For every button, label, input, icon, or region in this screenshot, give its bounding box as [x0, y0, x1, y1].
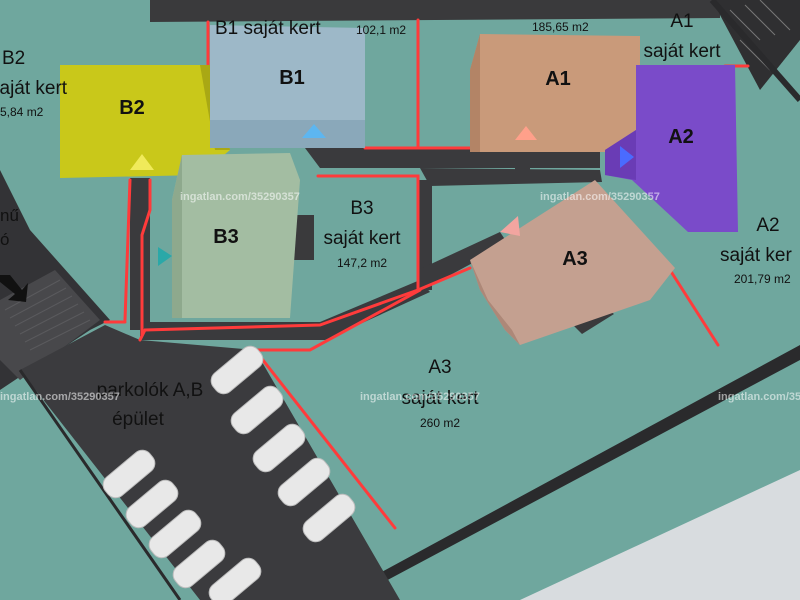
fence-right-diagonal — [709, 0, 800, 102]
parked-cars — [102, 345, 356, 600]
label-b2: B2 — [119, 97, 145, 119]
car — [210, 345, 264, 395]
parking-label-line2: épület — [112, 409, 164, 430]
parking-label-line1: parkolók A,B — [97, 380, 204, 401]
watermark: ingatlan.com/35290357 — [718, 391, 800, 403]
outside-area — [520, 470, 800, 600]
entrance-arrow-a2 — [620, 146, 634, 168]
garden-a2-area: 201,79 m2 — [734, 272, 791, 286]
building-a3: A3 — [470, 180, 675, 345]
garden-b1-area: 102,1 m2 — [356, 23, 406, 37]
building-a1: A1 — [470, 34, 640, 152]
garden-a3-line1: A3 — [428, 357, 451, 378]
garden-a2-line1: A2 — [756, 215, 779, 236]
left-edge-label-line2: ó — [0, 230, 9, 249]
building-b3: B3 — [158, 153, 300, 318]
fence-bottom — [330, 345, 800, 600]
garden-b2-area: 5,84 m2 — [0, 105, 44, 119]
garden-b2-line1: B2 — [2, 48, 25, 69]
fence-slats — [729, 0, 791, 71]
car — [208, 557, 262, 600]
entrance-arrow-a3 — [500, 216, 520, 236]
car — [102, 449, 156, 499]
car — [302, 493, 356, 543]
fence-top — [150, 0, 720, 22]
building-a2: A2 — [605, 65, 738, 232]
building-b1: B1 — [210, 25, 365, 148]
car — [125, 479, 179, 529]
garden-a3-line2: saját kert — [401, 388, 479, 409]
garden-a1-area: 185,65 m2 — [532, 20, 589, 34]
label-b3: B3 — [213, 226, 239, 248]
garden-b3-area: 147,2 m2 — [337, 256, 387, 270]
garden-b2-line2: saját kert — [0, 78, 68, 99]
parking-edge — [18, 369, 182, 600]
garden-a1-line2: saját kert — [643, 41, 721, 62]
label-a1: A1 — [545, 68, 571, 90]
entrance-arrow-b1 — [302, 124, 326, 138]
garden-a1-line1: A1 — [670, 11, 693, 32]
label-a2: A2 — [668, 126, 694, 148]
ramp-steps — [4, 279, 91, 351]
entrance-arrow-a1 — [515, 126, 537, 140]
plot-boundaries — [103, 18, 750, 530]
watermark: ingatlan.com/35290357 — [540, 191, 660, 203]
garden-b3-line1: B3 — [350, 198, 373, 219]
entrance-arrow-b3 — [158, 247, 172, 266]
car — [172, 539, 226, 589]
arrow-down-icon — [0, 275, 28, 302]
entrance-arrow-b2 — [130, 154, 154, 170]
watermark: ingatlan.com/35290357 — [360, 391, 480, 403]
car — [277, 457, 331, 507]
watermark: ingatlan.com/35290357 — [0, 391, 120, 403]
car — [252, 423, 306, 473]
car — [230, 385, 284, 435]
label-a3: A3 — [562, 248, 588, 270]
garden-b1-title: B1 saját kert — [215, 18, 321, 39]
garden-a3-area: 260 m2 — [420, 416, 460, 430]
garden-a2-line2: saját ker — [720, 245, 792, 266]
car — [148, 509, 202, 559]
watermark: ingatlan.com/35290357 — [180, 191, 300, 203]
garden-b3-line2: saját kert — [323, 228, 401, 249]
label-b1: B1 — [279, 67, 305, 89]
left-edge-label-line1: nű — [0, 206, 19, 225]
